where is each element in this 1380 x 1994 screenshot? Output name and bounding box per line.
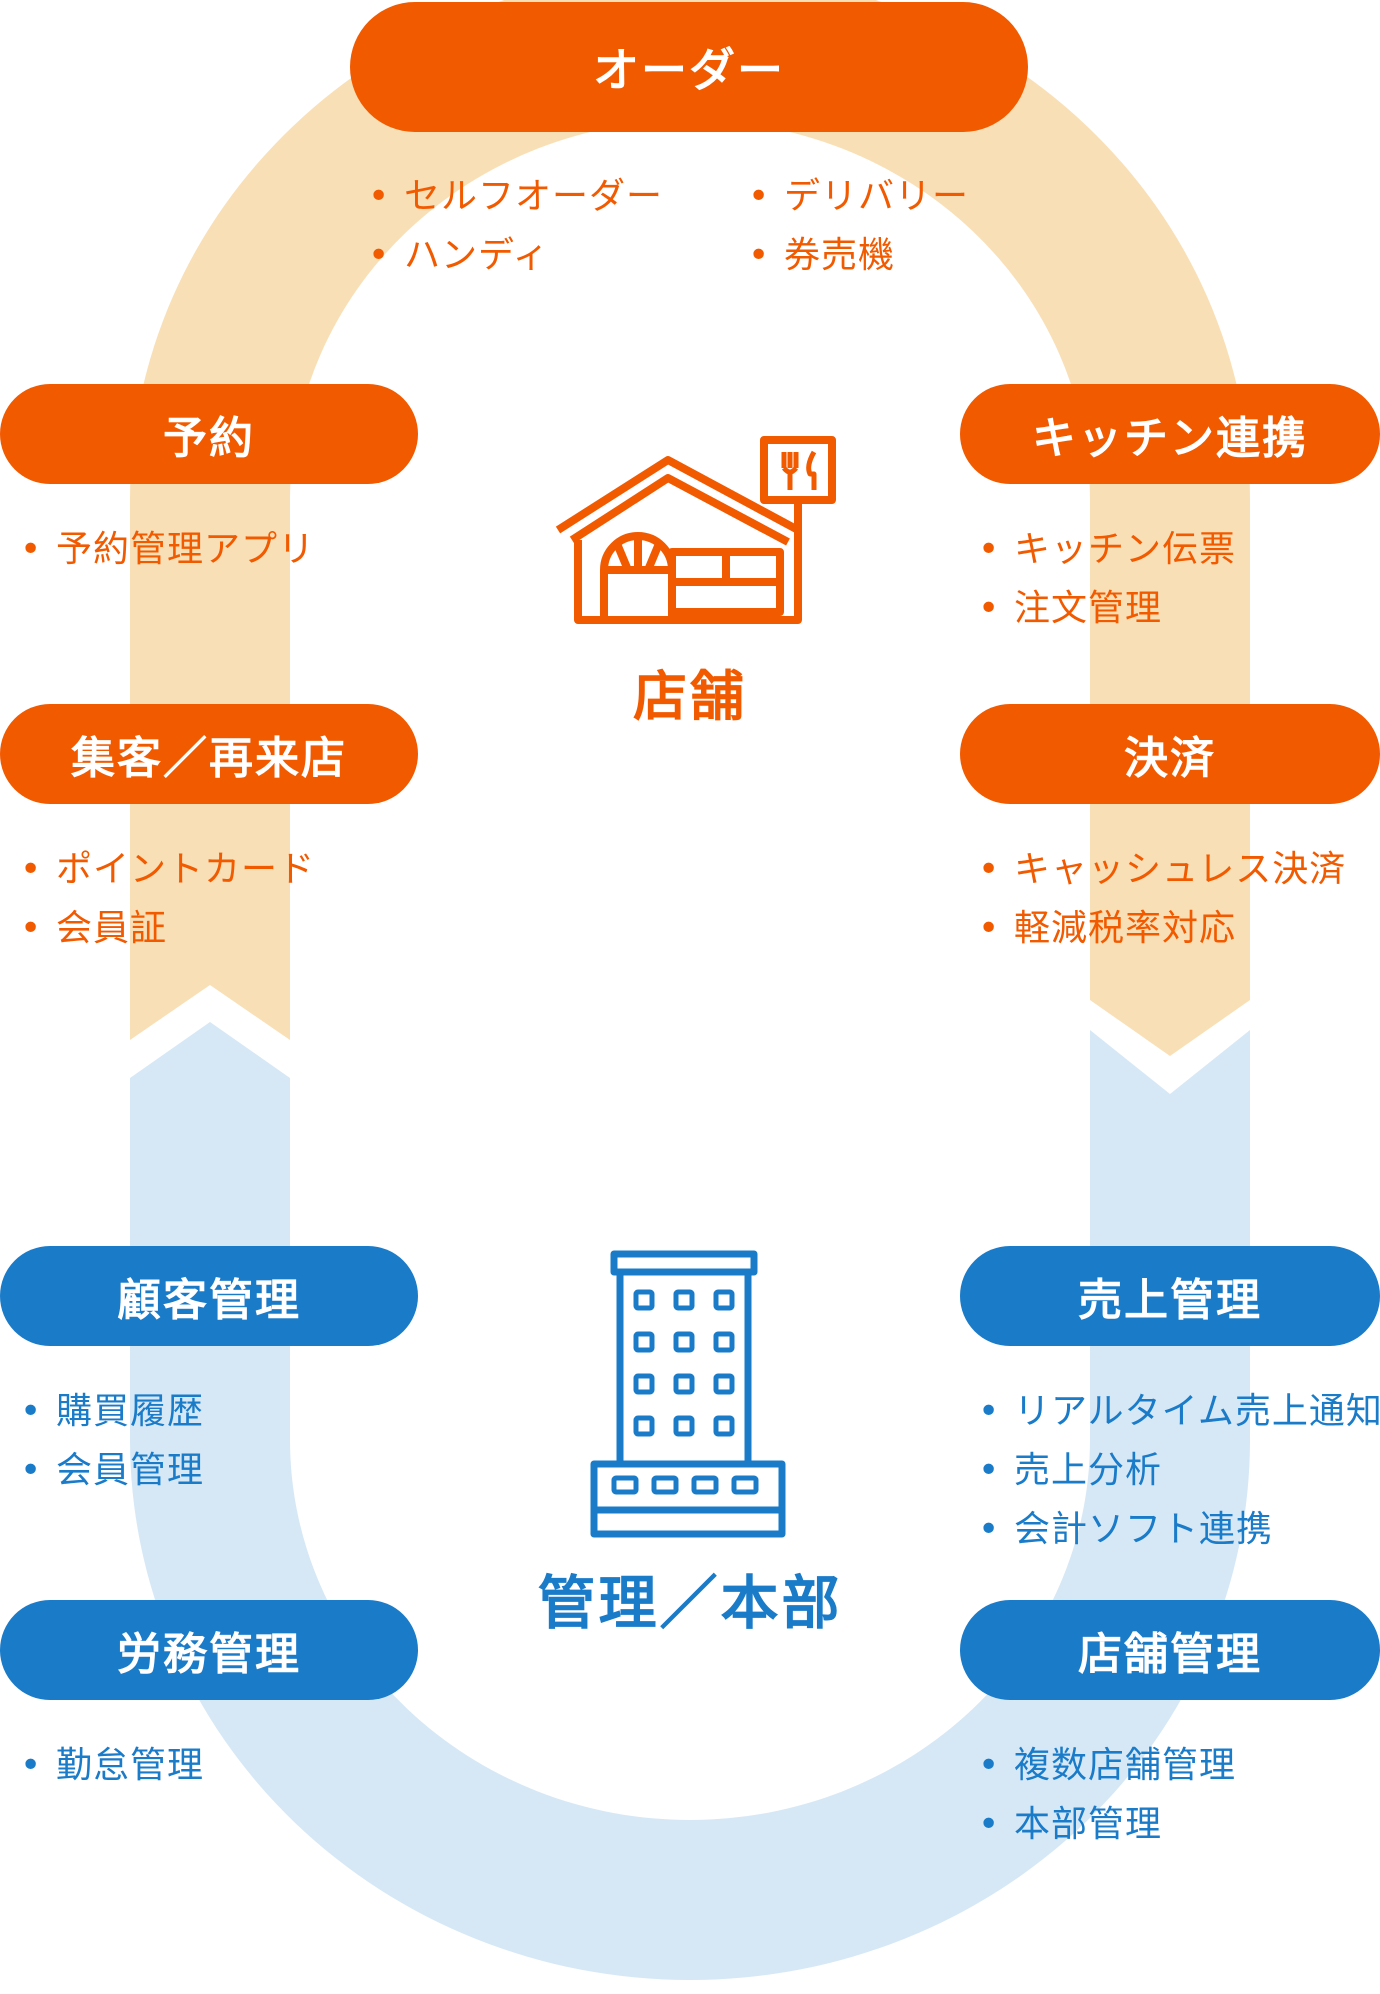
labor-management-items: 勤怠管理 — [20, 1736, 204, 1795]
reservation-header: 予約 — [0, 384, 418, 484]
list-item: ポイントカード — [20, 840, 315, 899]
list-item: デリバリー — [748, 167, 969, 226]
order-header: オーダー — [350, 2, 1028, 132]
list-item: 注文管理 — [978, 579, 1236, 638]
customer-management-title: 顧客管理 — [117, 1275, 301, 1326]
list-item: リアルタイム売上通知 — [978, 1382, 1380, 1441]
payment-items: キャッシュレス決済 軽減税率対応 — [978, 840, 1346, 958]
list-item: 会計ソフト連携 — [978, 1500, 1380, 1559]
kitchen-items: キッチン伝票 注文管理 — [978, 520, 1236, 638]
customer-management-header: 顧客管理 — [0, 1246, 418, 1346]
customer-acquisition-items: ポイントカード 会員証 — [20, 840, 315, 958]
sales-management-title: 売上管理 — [1078, 1275, 1262, 1326]
list-item: 勤怠管理 — [20, 1736, 204, 1795]
kitchen-header: キッチン連携 — [960, 384, 1380, 484]
list-item: 軽減税率対応 — [978, 899, 1346, 958]
list-item: ハンディ — [368, 226, 663, 285]
labor-management-header: 労務管理 — [0, 1600, 418, 1700]
customer-management-items: 購買履歴 会員管理 — [20, 1382, 204, 1500]
store-management-header: 店舗管理 — [960, 1600, 1380, 1700]
office-building-icon — [590, 1250, 786, 1538]
sales-management-header: 売上管理 — [960, 1246, 1380, 1346]
list-item: セルフオーダー — [368, 167, 663, 226]
list-item: 購買履歴 — [20, 1382, 204, 1441]
labor-management-title: 労務管理 — [117, 1629, 301, 1680]
payment-header: 決済 — [960, 704, 1380, 804]
reservation-title: 予約 — [163, 413, 255, 464]
list-item: 本部管理 — [978, 1795, 1236, 1854]
kitchen-title: キッチン連携 — [1032, 413, 1308, 464]
store-label: 店舗 — [633, 665, 747, 728]
hq-label: 管理／本部 — [537, 1569, 843, 1637]
store-management-items: 複数店舗管理 本部管理 — [978, 1736, 1236, 1854]
payment-title: 決済 — [1124, 733, 1216, 784]
order-title: オーダー — [593, 43, 785, 97]
list-item: 会員管理 — [20, 1441, 204, 1500]
list-item: キャッシュレス決済 — [978, 840, 1346, 899]
list-item: 複数店舗管理 — [978, 1736, 1236, 1795]
list-item: 予約管理アプリ — [20, 520, 315, 579]
list-item: キッチン伝票 — [978, 520, 1236, 579]
reservation-items: 予約管理アプリ — [20, 520, 315, 579]
order-items-right: デリバリー 券売機 — [748, 167, 969, 285]
store-management-title: 店舗管理 — [1078, 1629, 1262, 1680]
store-icon — [555, 436, 836, 624]
blue-band — [130, 1022, 1250, 1980]
order-items-left: セルフオーダー ハンディ — [368, 167, 663, 285]
list-item: 会員証 — [20, 899, 315, 958]
list-item: 売上分析 — [978, 1441, 1380, 1500]
sales-management-items: リアルタイム売上通知 売上分析 会計ソフト連携 — [978, 1382, 1380, 1559]
customer-acquisition-title: 集客／再来店 — [71, 733, 347, 784]
customer-acquisition-header: 集客／再来店 — [0, 704, 418, 804]
list-item: 券売機 — [748, 226, 969, 285]
